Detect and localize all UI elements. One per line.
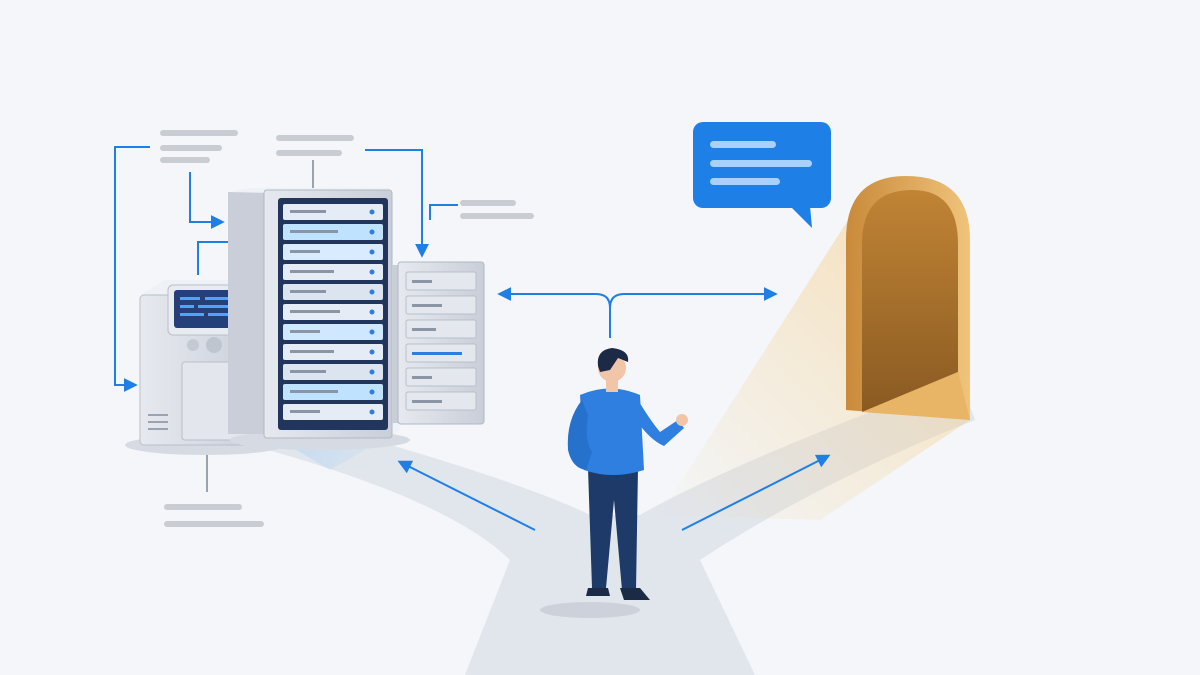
speech-bubble-icon: [693, 122, 831, 228]
direction-arrows: [397, 454, 831, 531]
fork-arrow: [497, 287, 778, 338]
server-rack-icon: [228, 188, 410, 450]
annotation-lines: [160, 130, 534, 527]
storage-rack-icon: [392, 261, 485, 425]
open-doorway: [846, 176, 970, 420]
person-figure: [540, 348, 688, 618]
